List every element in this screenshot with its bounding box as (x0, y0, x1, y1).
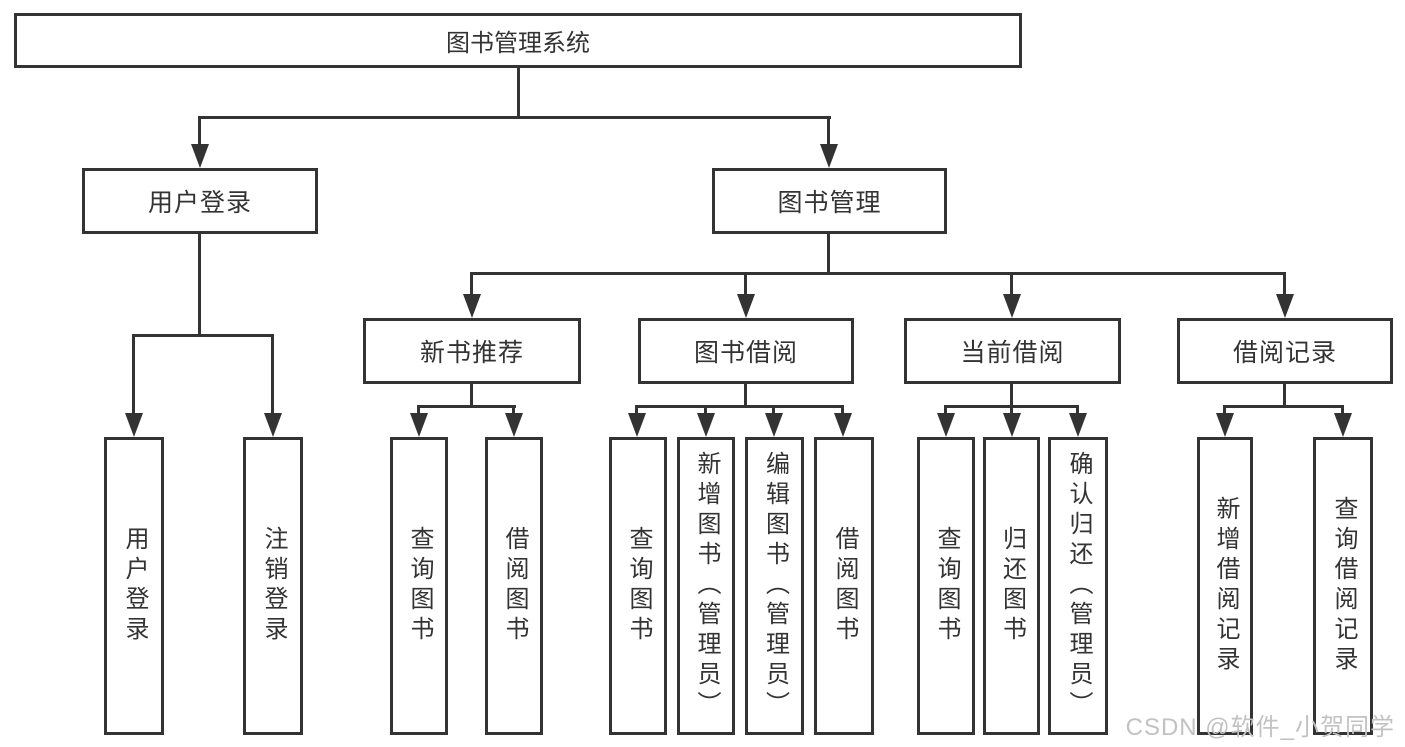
leaf-borrow-book: 借阅图书 (814, 437, 874, 735)
connector-line (744, 272, 747, 300)
arrow-down-icon (1003, 413, 1021, 437)
arrow-down-icon (191, 144, 209, 168)
connector-line (827, 234, 830, 275)
connector-line (1076, 405, 1079, 419)
connector-line (635, 405, 638, 419)
connector-line (132, 334, 135, 419)
leaf-add-borrow-record: 新增借阅记录 (1197, 437, 1253, 735)
connector-line (841, 405, 844, 419)
node-book-borrow: 图书借阅 (638, 318, 854, 384)
node-current-borrow: 当前借阅 (904, 318, 1121, 384)
arrow-down-icon (410, 413, 428, 437)
connector-line (470, 272, 1286, 275)
leaf-edit-book-admin: 编辑图书（管理员） (745, 437, 804, 735)
node-user-login: 用户登录 (82, 168, 318, 234)
arrow-down-icon (1069, 413, 1087, 437)
connector-line (1341, 405, 1344, 419)
csdn-watermark: CSDN @软件_小贺同学 (1125, 714, 1395, 741)
connector-line (744, 384, 747, 408)
connector-line (1223, 405, 1344, 408)
arrow-down-icon (697, 413, 715, 437)
arrow-down-icon (1216, 413, 1234, 437)
connector-line (1010, 272, 1013, 300)
arrow-down-icon (264, 413, 282, 437)
leaf-query-book-borrow: 查询图书 (609, 437, 667, 735)
connector-line (417, 405, 516, 408)
arrow-down-icon (1003, 294, 1021, 318)
connector-line (827, 116, 830, 150)
arrow-down-icon (765, 413, 783, 437)
arrow-down-icon (1276, 294, 1294, 318)
arrow-down-icon (463, 294, 481, 318)
node-library-system: 图书管理系统 (14, 13, 1022, 68)
arrow-down-icon (820, 144, 838, 168)
connector-line (198, 116, 201, 150)
arrow-down-icon (1334, 413, 1352, 437)
node-borrow-record: 借阅记录 (1177, 318, 1393, 384)
node-new-book-recommend: 新书推荐 (363, 318, 581, 384)
connector-line (1283, 272, 1286, 300)
leaf-add-book-admin: 新增图书（管理员） (677, 437, 735, 735)
leaf-logout: 注销登录 (243, 437, 303, 735)
connector-line (517, 68, 520, 119)
arrow-down-icon (505, 413, 523, 437)
leaf-query-borrow-record: 查询借阅记录 (1313, 437, 1373, 735)
leaf-confirm-return-admin: 确认归还（管理员） (1048, 437, 1108, 735)
connector-line (132, 334, 274, 337)
arrow-down-icon (628, 413, 646, 437)
connector-line (1223, 405, 1226, 419)
connector-line (417, 405, 420, 419)
connector-line (1010, 405, 1013, 419)
arrow-down-icon (937, 413, 955, 437)
connector-line (1283, 384, 1286, 408)
connector-line (1010, 384, 1013, 408)
connector-line (470, 272, 473, 300)
connector-line (772, 405, 775, 419)
connector-line (271, 334, 274, 419)
node-book-management: 图书管理 (712, 168, 947, 234)
connector-line (512, 405, 515, 419)
connector-line (198, 234, 201, 337)
leaf-query-book-current: 查询图书 (917, 437, 975, 735)
connector-line (704, 405, 707, 419)
leaf-return-book: 归还图书 (983, 437, 1040, 735)
connector-line (944, 405, 947, 419)
connector-line (470, 384, 473, 408)
connector-line (198, 116, 831, 119)
leaf-query-book-recommend: 查询图书 (390, 437, 448, 735)
connector-line (635, 405, 844, 408)
arrow-down-icon (834, 413, 852, 437)
arrow-down-icon (125, 413, 143, 437)
leaf-borrow-book-recommend: 借阅图书 (485, 437, 543, 735)
arrow-down-icon (737, 294, 755, 318)
leaf-user-login: 用户登录 (104, 437, 164, 735)
